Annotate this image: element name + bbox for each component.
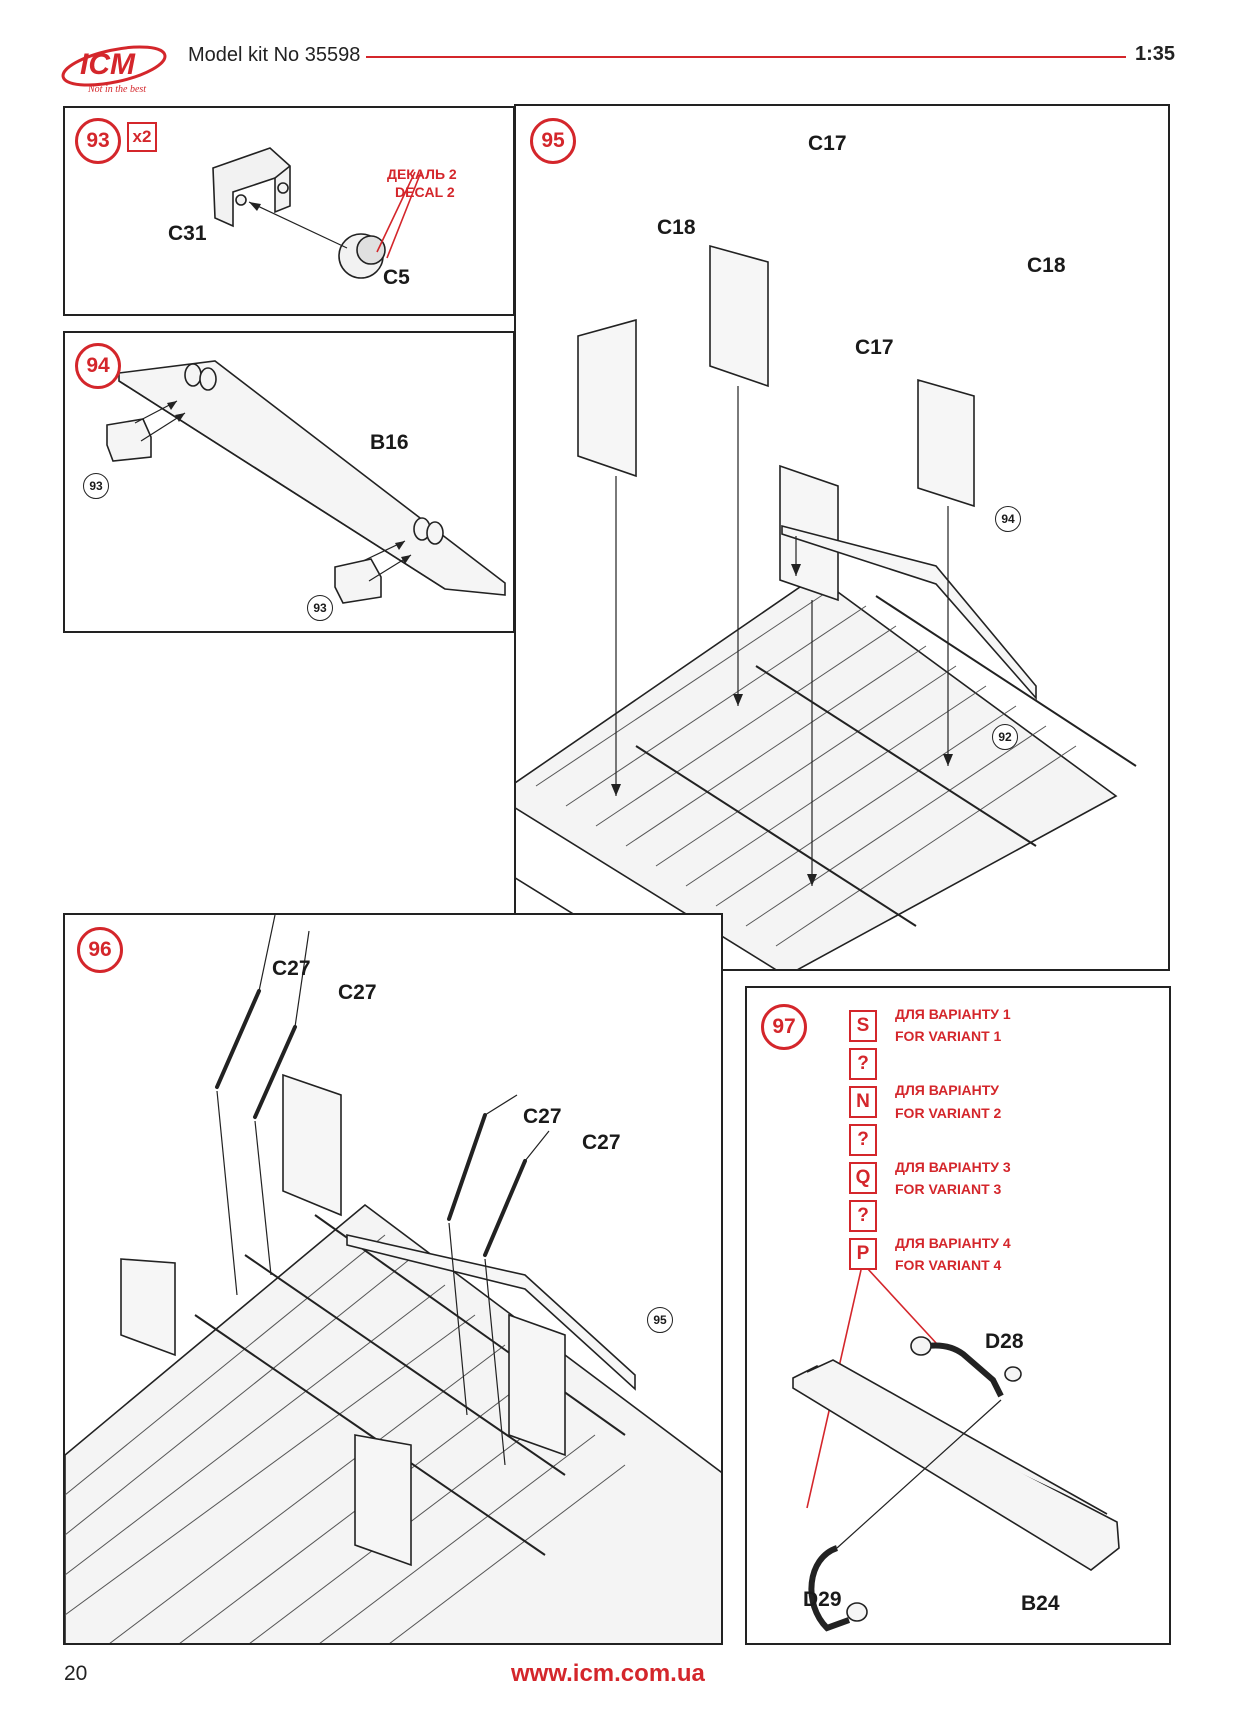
step-97-panel: 97 S ДЛЯ ВАРІАНТУ 1 FOR VARIANT 1 ? N ДЛ… bbox=[745, 986, 1171, 1645]
header-rule bbox=[366, 56, 1126, 58]
ref-step-93-b: 93 bbox=[307, 595, 333, 621]
variant-p-box: P bbox=[849, 1238, 877, 1270]
step-93-panel: 93 x2 C31 C5 ДЕКАЛЬ 2 DECAL 2 bbox=[63, 106, 515, 316]
ref-step-95: 95 bbox=[647, 1307, 673, 1333]
step-97-number: 97 bbox=[761, 1004, 807, 1050]
part-b24-label: B24 bbox=[1021, 1592, 1060, 1615]
variant-unknown-3: ? bbox=[849, 1200, 877, 1232]
part-c17-label-b: C17 bbox=[855, 336, 894, 359]
variant-s-box: S bbox=[849, 1010, 877, 1042]
part-b16-label: B16 bbox=[370, 431, 409, 454]
part-d28-label: D28 bbox=[985, 1330, 1024, 1353]
step-94-drawing bbox=[106, 360, 506, 604]
variant-3-ua: ДЛЯ ВАРІАНТУ 3 bbox=[895, 1159, 1011, 1175]
variant-1-ua: ДЛЯ ВАРІАНТУ 1 bbox=[895, 1006, 1011, 1022]
variant-4-ua: ДЛЯ ВАРІАНТУ 4 bbox=[895, 1235, 1011, 1251]
part-c31-label: C31 bbox=[168, 222, 207, 245]
variant-3-en: FOR VARIANT 3 bbox=[895, 1181, 1002, 1197]
scale-label: 1:35 bbox=[1135, 43, 1176, 65]
variant-q-box: Q bbox=[849, 1162, 877, 1194]
step-94-number: 94 bbox=[75, 343, 121, 389]
part-c27-label-d: C27 bbox=[582, 1131, 621, 1154]
part-c18-label-a: C18 bbox=[657, 216, 696, 239]
step-96-panel: 96 C27 C27 C27 C27 95 bbox=[63, 913, 723, 1645]
part-c27-label-a: C27 bbox=[272, 957, 311, 980]
decal-label-en: DECAL 2 bbox=[395, 184, 455, 200]
ref-step-92: 92 bbox=[992, 724, 1018, 750]
step-95-panel: 95 C17 C18 C18 C17 94 92 bbox=[514, 104, 1170, 971]
decal-label-ua: ДЕКАЛЬ 2 bbox=[387, 166, 457, 182]
part-c5-label: C5 bbox=[383, 266, 410, 289]
svg-text:ICM: ICM bbox=[80, 48, 136, 81]
step-93-drawing bbox=[212, 147, 422, 279]
ref-step-94: 94 bbox=[995, 506, 1021, 532]
variant-1-en: FOR VARIANT 1 bbox=[895, 1028, 1002, 1044]
svg-text:Not in the best: Not in the best bbox=[87, 84, 146, 95]
part-c27-label-b: C27 bbox=[338, 981, 377, 1004]
variant-n-box: N bbox=[849, 1086, 877, 1118]
variant-2-ua: ДЛЯ ВАРІАНТУ bbox=[895, 1082, 999, 1098]
step-96-number: 96 bbox=[77, 927, 123, 973]
step-95-number: 95 bbox=[530, 118, 576, 164]
brand-logo: ICM Not in the best bbox=[58, 36, 170, 96]
variant-unknown-2: ? bbox=[849, 1124, 877, 1156]
website-link[interactable]: www.icm.com.ua bbox=[511, 1660, 705, 1687]
part-c18-label-b: C18 bbox=[1027, 254, 1066, 277]
part-c17-label-a: C17 bbox=[808, 132, 847, 155]
part-d29-label: D29 bbox=[803, 1588, 842, 1611]
part-c27-label-c: C27 bbox=[523, 1105, 562, 1128]
step-95-drawing bbox=[516, 244, 1137, 969]
step-93-multiplier: x2 bbox=[127, 122, 157, 152]
variant-2-en: FOR VARIANT 2 bbox=[895, 1105, 1002, 1121]
step-97-drawing bbox=[792, 1267, 1120, 1632]
ref-step-93-a: 93 bbox=[83, 473, 109, 499]
variant-4-en: FOR VARIANT 4 bbox=[895, 1257, 1002, 1273]
page-number: 20 bbox=[64, 1662, 88, 1685]
step-94-panel: 94 B16 93 93 bbox=[63, 331, 515, 633]
step-96-drawing bbox=[65, 915, 721, 1643]
step-93-number: 93 bbox=[75, 118, 121, 164]
variant-unknown-1: ? bbox=[849, 1048, 877, 1080]
model-kit-title: Model kit No 35598 bbox=[188, 44, 361, 66]
